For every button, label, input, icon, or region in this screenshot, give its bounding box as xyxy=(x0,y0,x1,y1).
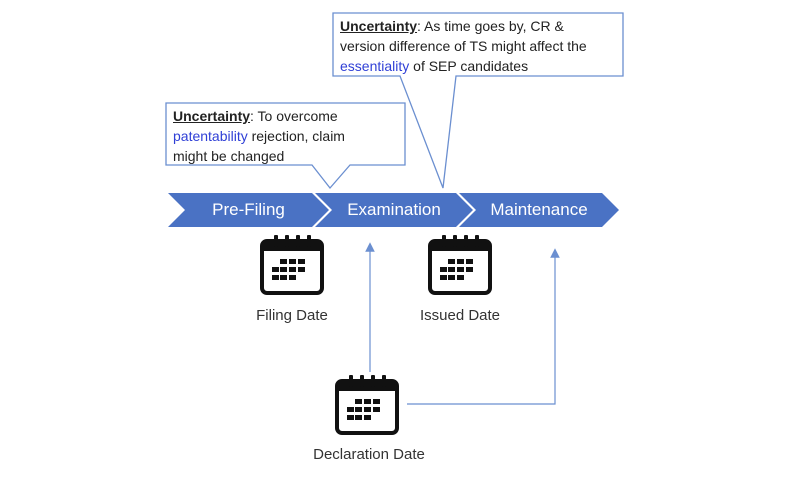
callout-middle-line2: rejection, claim xyxy=(247,128,345,144)
callout-middle-text: Uncertainty: To overcome patentability r… xyxy=(173,106,403,166)
callout-top-text: Uncertainty: As time goes by, CR & versi… xyxy=(340,16,620,76)
stage-maintenance-label: Maintenance xyxy=(490,200,588,219)
callout-top-line1: : As time goes by, CR & xyxy=(417,18,564,34)
callout-middle-keyword: patentability xyxy=(173,128,248,144)
issued-date-label: Issued Date xyxy=(419,307,501,324)
callout-middle-line3: might be changed xyxy=(173,148,285,164)
callout-middle-heading: Uncertainty xyxy=(173,108,251,124)
calendar-icon xyxy=(428,233,492,295)
callout-top-line3: of SEP candidates xyxy=(409,58,529,74)
declaration-date-label: Declaration Date xyxy=(313,446,425,463)
chevron-pre-filing xyxy=(168,193,329,227)
calendar-icon xyxy=(260,233,324,295)
callout-top-keyword: essentiality xyxy=(340,58,410,74)
callout-top-line2: version difference of TS might affect th… xyxy=(340,38,587,54)
callout-middle-box xyxy=(165,102,406,190)
calendar-icon xyxy=(335,373,399,435)
callout-top-heading: Uncertainty xyxy=(340,18,418,34)
stage-pre-filing-label: Pre-Filing xyxy=(212,200,285,219)
chevron-maintenance xyxy=(459,193,619,227)
arrow-to-maintenance xyxy=(407,248,560,405)
callout-middle-line1: : To overcome xyxy=(250,108,338,124)
callout-top-box xyxy=(332,12,624,189)
chevron-examination xyxy=(315,193,473,227)
stage-examination-label: Examination xyxy=(347,200,441,219)
filing-date-label: Filing Date xyxy=(256,307,328,324)
